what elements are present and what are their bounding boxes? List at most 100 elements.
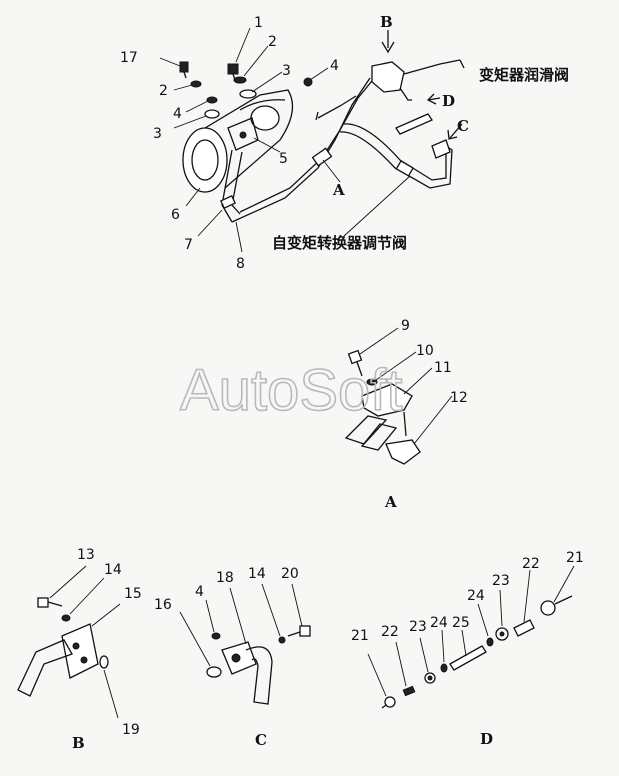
leader-12 bbox=[413, 395, 453, 445]
callout-1: 1 bbox=[254, 15, 263, 31]
view-letter-b: B bbox=[380, 13, 393, 31]
lube-valve-line bbox=[403, 59, 461, 75]
main-assembly: 17 1 2 2 3 4 4 3 5 6 7 8 B D C A 变矩器润滑阀 … bbox=[120, 13, 569, 272]
leader-3-left bbox=[173, 115, 207, 129]
washer-4-left bbox=[206, 96, 218, 104]
leader-4-c bbox=[205, 599, 215, 633]
flange-15 bbox=[61, 623, 99, 679]
inline-valve-d bbox=[395, 113, 433, 135]
leader-2-right bbox=[243, 45, 269, 77]
callout-18: 18 bbox=[216, 570, 234, 586]
arrow-d-head bbox=[426, 93, 437, 105]
leader-20 bbox=[291, 583, 303, 627]
callout-16: 16 bbox=[154, 597, 172, 613]
callout-12: 12 bbox=[450, 390, 468, 406]
callout-10: 10 bbox=[416, 343, 434, 359]
leader-11 bbox=[403, 367, 433, 395]
callout-3-left: 3 bbox=[153, 126, 162, 142]
callout-14-b: 14 bbox=[104, 562, 122, 578]
callout-23-left: 23 bbox=[409, 619, 427, 635]
lube-valve-line-end bbox=[459, 59, 465, 69]
flange-hole-1 bbox=[72, 642, 80, 650]
callout-2-left: 2 bbox=[159, 83, 168, 99]
pipe-left-a bbox=[344, 415, 388, 445]
pipe-b bbox=[17, 639, 73, 697]
stud-a bbox=[403, 411, 407, 437]
callout-2-right: 2 bbox=[268, 34, 277, 50]
flange-18-hole bbox=[231, 653, 241, 663]
body-25 bbox=[449, 645, 487, 671]
seal-19 bbox=[99, 655, 109, 669]
leader-14-c bbox=[261, 583, 281, 637]
fitting-c bbox=[431, 139, 451, 159]
bolt-17 bbox=[179, 61, 189, 79]
pipe-down-left bbox=[221, 149, 233, 223]
callout-7: 7 bbox=[184, 237, 193, 253]
detail-d: 21 22 23 24 25 24 23 22 21 D bbox=[351, 550, 584, 748]
detail-a: 9 10 11 12 A bbox=[344, 318, 468, 511]
watermark: AutoSoft bbox=[180, 358, 402, 423]
callout-8: 8 bbox=[236, 256, 245, 272]
detail-c: 16 4 18 14 20 C bbox=[154, 566, 311, 749]
ring-23-right bbox=[495, 627, 509, 641]
pipe-c bbox=[245, 646, 273, 705]
callout-24-right: 24 bbox=[467, 588, 485, 604]
washer-14-b bbox=[61, 614, 71, 622]
bolt-13 bbox=[37, 597, 63, 608]
leader-9 bbox=[359, 327, 399, 355]
washer-2-left bbox=[190, 80, 202, 88]
leader-6 bbox=[185, 187, 201, 207]
leader-13 bbox=[49, 565, 87, 599]
callout-4-left: 4 bbox=[173, 106, 182, 122]
leader-18 bbox=[229, 587, 247, 645]
leader-17 bbox=[159, 57, 181, 67]
label-lube-valve: 变矩器润滑阀 bbox=[479, 66, 569, 84]
pipe-to-c-inner bbox=[343, 123, 447, 181]
leader-4-left bbox=[185, 100, 209, 113]
callout-24-left: 24 bbox=[430, 615, 448, 631]
small-pipe-end bbox=[315, 111, 319, 121]
leader-8 bbox=[235, 221, 243, 253]
leader-21-left bbox=[367, 653, 387, 697]
callout-11: 11 bbox=[434, 360, 452, 376]
arrow-d-shaft bbox=[427, 97, 441, 101]
section-title-c: C bbox=[255, 731, 267, 749]
leader-19 bbox=[103, 669, 119, 719]
leader-7 bbox=[197, 209, 223, 237]
callout-21-left: 21 bbox=[351, 628, 369, 644]
pipe-down-right bbox=[231, 151, 243, 215]
callout-4-c: 4 bbox=[195, 584, 204, 600]
callout-25: 25 bbox=[452, 615, 470, 631]
view-letter-d: D bbox=[442, 92, 455, 110]
callout-22-left: 22 bbox=[381, 624, 399, 640]
callout-23-right: 23 bbox=[492, 573, 510, 589]
leader-regulator bbox=[343, 175, 411, 237]
leader-10 bbox=[375, 351, 417, 381]
long-pipe-inner bbox=[239, 75, 377, 213]
leader-2-left bbox=[173, 84, 193, 91]
callout-4-right: 4 bbox=[330, 58, 339, 74]
gasket-3-left bbox=[204, 109, 220, 119]
callout-9: 9 bbox=[401, 318, 410, 334]
arrow-c-shaft bbox=[449, 123, 463, 139]
leader-22-left bbox=[395, 641, 407, 687]
lube-valve-body bbox=[371, 61, 405, 93]
leader-23-right bbox=[499, 589, 503, 627]
converter-housing-body bbox=[204, 89, 294, 189]
seal-24-right bbox=[486, 637, 494, 647]
washer-4-c bbox=[211, 632, 221, 640]
washer-10 bbox=[366, 378, 378, 386]
leader-25 bbox=[461, 629, 467, 657]
leader-16 bbox=[179, 611, 211, 667]
callout-20: 20 bbox=[281, 566, 299, 582]
section-title-d: D bbox=[480, 730, 493, 748]
bolt-9 bbox=[347, 349, 363, 377]
plate-12 bbox=[385, 439, 421, 465]
clamp-low bbox=[220, 194, 236, 210]
leader-23-left bbox=[419, 637, 429, 673]
nut-21-right bbox=[540, 595, 573, 616]
leader-1 bbox=[235, 27, 251, 63]
callout-14-c: 14 bbox=[248, 566, 266, 582]
